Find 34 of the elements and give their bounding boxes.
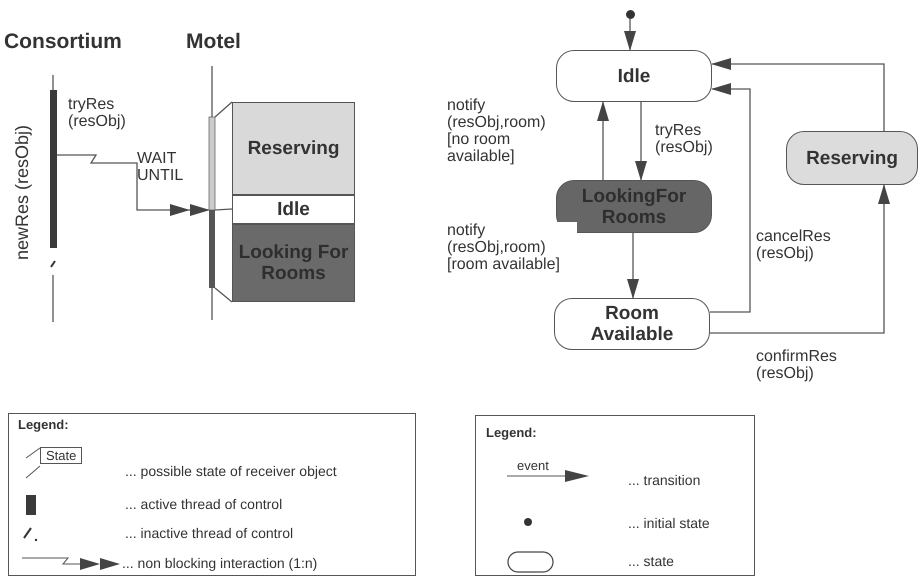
arrow xyxy=(635,102,647,181)
legend-text: ... possible state of receiver object xyxy=(125,463,337,479)
legend-title: Legend: xyxy=(486,425,537,440)
state-box: Idle xyxy=(556,50,712,102)
arrow xyxy=(710,184,890,334)
wait-until-label: WAIT UNTIL xyxy=(137,150,184,184)
connector-line xyxy=(214,208,232,211)
legend-text: ... active thread of control xyxy=(125,496,282,512)
arrow xyxy=(624,19,636,51)
lifeline-header: Motel xyxy=(186,30,241,54)
legend-text: ... transition xyxy=(628,472,700,488)
legend-text: ... inactive thread of control xyxy=(125,525,294,541)
event-label: event xyxy=(517,458,549,473)
arrow xyxy=(710,83,751,313)
legend-text: ... non blocking interaction (1:n) xyxy=(122,555,318,571)
arrow xyxy=(627,233,639,299)
legend-text: ... state xyxy=(628,553,674,569)
connector-line xyxy=(214,288,232,302)
state-symbol: State xyxy=(40,447,82,464)
state-band: Reserving xyxy=(232,102,355,195)
state-band: Idle xyxy=(232,195,355,224)
lifeline-caption: newRes (resObj) xyxy=(12,124,33,260)
state-band: Looking For Rooms xyxy=(232,224,355,302)
legend-text: ... initial state xyxy=(628,515,710,531)
lifeline-header: Consortium xyxy=(4,30,122,54)
state-box: Room Available xyxy=(554,298,710,350)
state-box: LookingFor Rooms xyxy=(556,180,712,233)
state-box: Reserving xyxy=(786,131,918,185)
edge-label: notify (resObj,room) [room available] xyxy=(447,222,577,273)
connector-line xyxy=(214,102,232,118)
arrow xyxy=(597,101,609,180)
initial-state-dot xyxy=(626,10,635,19)
legend-title: Legend: xyxy=(18,417,69,432)
arrow xyxy=(711,58,885,131)
